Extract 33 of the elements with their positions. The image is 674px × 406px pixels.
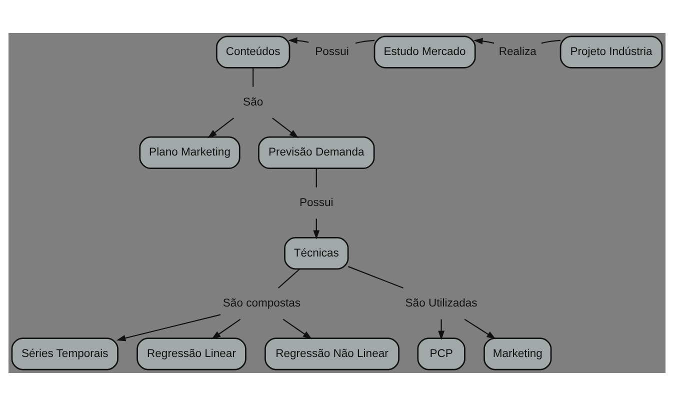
node-box: Estudo Mercado [374,36,476,68]
connector [316,168,317,188]
node-box: Conteúdos [216,36,290,68]
connector [348,266,404,288]
node-box: Projeto Indústria [560,36,663,68]
connector [355,40,375,44]
node-box: Previsão Demanda [258,136,375,169]
arrow [272,118,299,138]
arrow [211,318,241,340]
node-box: Plano Marketing [139,136,240,169]
node-box: Marketing [484,338,552,370]
node-text: Possui [299,196,334,209]
arrow [464,318,496,340]
arrow [438,319,445,340]
node-box: Regressão Não Linear [264,338,400,370]
connector [541,40,561,44]
node-box: Regressão Linear [136,338,246,370]
arrow [313,218,320,240]
connector [278,268,300,288]
arrow [474,38,494,44]
node-text: São compostas [222,298,301,310]
connector [252,68,254,87]
node-text: Possui [315,46,349,58]
node-box: PCP [417,338,466,370]
arrow [208,118,234,138]
node-box: Técnicas [284,237,349,270]
node-box: Séries Temporais [11,338,118,370]
node-text: São [243,96,264,108]
node-text: São Utilizadas [405,298,478,310]
arrow [116,314,221,342]
node-text: Realiza [498,46,536,58]
arrow [282,318,312,340]
arrow [288,37,309,44]
